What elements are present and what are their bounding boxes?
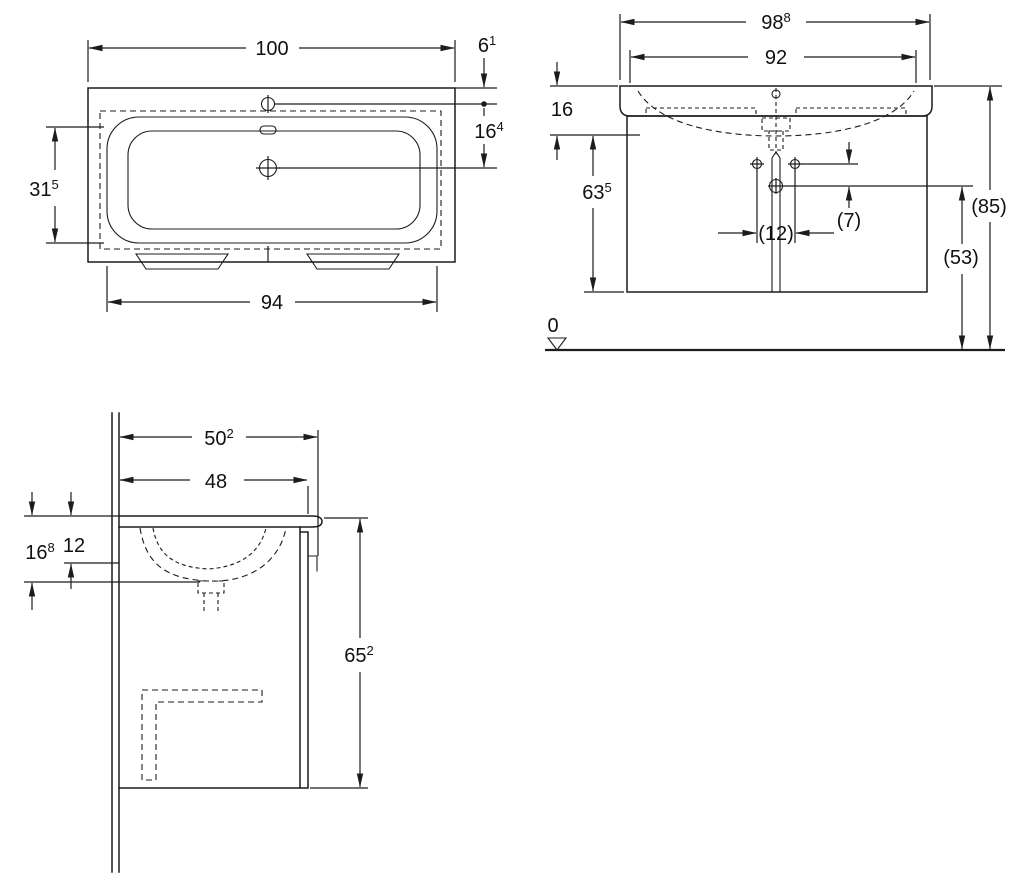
drain-trap-lower bbox=[768, 130, 784, 151]
overflow-slot bbox=[259, 125, 277, 135]
dim-value: (12) bbox=[758, 223, 794, 245]
side-view: 502 48 12 168 652 bbox=[24, 412, 374, 873]
dim-value: (85) bbox=[971, 196, 1007, 218]
front-view: 988 92 16 635 (12) (7) (85) (53) 0 bbox=[545, 10, 1007, 350]
tap-hole-front bbox=[771, 89, 781, 99]
dim-label-plan-width: 100 bbox=[255, 38, 288, 60]
bowl-hidden-curve bbox=[637, 90, 915, 137]
slab-profile bbox=[118, 515, 323, 528]
dim-superscript: 2 bbox=[367, 643, 374, 658]
dim-label-hole-offset: (7) bbox=[837, 210, 861, 232]
dim-superscript: 2 bbox=[227, 426, 234, 441]
dim-label-lower-width: 94 bbox=[261, 292, 283, 314]
dim-label-cabinet-height: 635 bbox=[582, 180, 611, 204]
trap-hidden-pipes bbox=[203, 593, 219, 614]
cabinet-profile bbox=[118, 526, 309, 789]
dim-label-drain-setback: 164 bbox=[474, 119, 503, 143]
drawer-bracket-hidden bbox=[141, 689, 263, 781]
dim-superscript: 1 bbox=[489, 33, 496, 48]
dim-superscript: 4 bbox=[497, 119, 504, 134]
dim-label-cabinet-depth: 48 bbox=[205, 471, 227, 493]
dim-superscript: 5 bbox=[52, 177, 59, 192]
dim-label-floor-level: 0 bbox=[547, 315, 558, 337]
dim-label-top-drop: 12 bbox=[63, 535, 85, 557]
plan-view: 100 61 164 315 94 bbox=[29, 33, 504, 314]
dim-label-outlet-height: (53) bbox=[943, 247, 979, 269]
mounting-bracket-left bbox=[134, 253, 230, 270]
bowl-hidden-profile-outer bbox=[139, 527, 287, 582]
dim-value: 16 bbox=[474, 121, 496, 143]
dim-value: 65 bbox=[344, 645, 366, 667]
dim-superscript: 8 bbox=[48, 540, 55, 555]
door-gap bbox=[771, 151, 781, 293]
dim-label-overall-depth: 502 bbox=[204, 426, 233, 450]
dim-label-unit-height: 652 bbox=[344, 643, 373, 667]
bowl-outer-rim bbox=[106, 116, 438, 244]
dim-value: 6 bbox=[478, 35, 489, 57]
dim-value: 0 bbox=[547, 315, 558, 337]
door-handle-profile bbox=[307, 555, 318, 572]
wall-line bbox=[111, 412, 120, 873]
dim-value: (7) bbox=[837, 210, 861, 232]
handle-hole-centermarks bbox=[750, 157, 802, 171]
dim-superscript: 5 bbox=[605, 180, 612, 195]
cabinet-body bbox=[626, 115, 928, 293]
dim-value: 63 bbox=[582, 182, 604, 204]
dim-value: 50 bbox=[204, 428, 226, 450]
overflow-channel-left bbox=[645, 107, 757, 117]
ext-lines-hole-spacing bbox=[756, 170, 796, 243]
overflow-channel-right bbox=[795, 107, 907, 117]
drain-centermark bbox=[256, 156, 280, 262]
datum-triangle-icon bbox=[546, 337, 568, 351]
dim-label-overall-height: (85) bbox=[971, 196, 1007, 218]
dim-value: 92 bbox=[765, 47, 787, 69]
dim-dot-tap bbox=[481, 101, 487, 107]
dim-label-tap-setback: 61 bbox=[478, 33, 496, 57]
dim-value: (53) bbox=[943, 247, 979, 269]
dim-label-basin-height: 16 bbox=[551, 99, 573, 121]
dim-superscript: 8 bbox=[784, 10, 791, 25]
dim-label-inner-width: 92 bbox=[765, 47, 787, 69]
dim-value: 12 bbox=[63, 535, 85, 557]
dim-value: 94 bbox=[261, 292, 283, 314]
dim-value: 48 bbox=[205, 471, 227, 493]
drain-trap-upper bbox=[761, 117, 791, 132]
basin-outline bbox=[87, 87, 456, 263]
dim-value: 16 bbox=[25, 542, 47, 564]
dim-value: 31 bbox=[29, 179, 51, 201]
dim-value: 16 bbox=[551, 99, 573, 121]
dim-label-basin-depth: 168 bbox=[25, 540, 54, 564]
trap-hidden-upper bbox=[197, 580, 225, 594]
dim-label-plan-depth: 315 bbox=[29, 177, 58, 201]
dim-label-hole-spacing: (12) bbox=[758, 223, 794, 245]
outlet-centermark bbox=[768, 178, 784, 194]
bowl-inner-rim bbox=[127, 130, 421, 230]
cabinet-hidden-outline bbox=[99, 110, 442, 250]
bowl-hidden-profile-inner bbox=[152, 527, 267, 570]
dim-value: 100 bbox=[255, 38, 288, 60]
dim-label-total-width: 988 bbox=[761, 10, 790, 34]
dim-value: 98 bbox=[761, 12, 783, 34]
mounting-bracket-right bbox=[305, 253, 401, 270]
